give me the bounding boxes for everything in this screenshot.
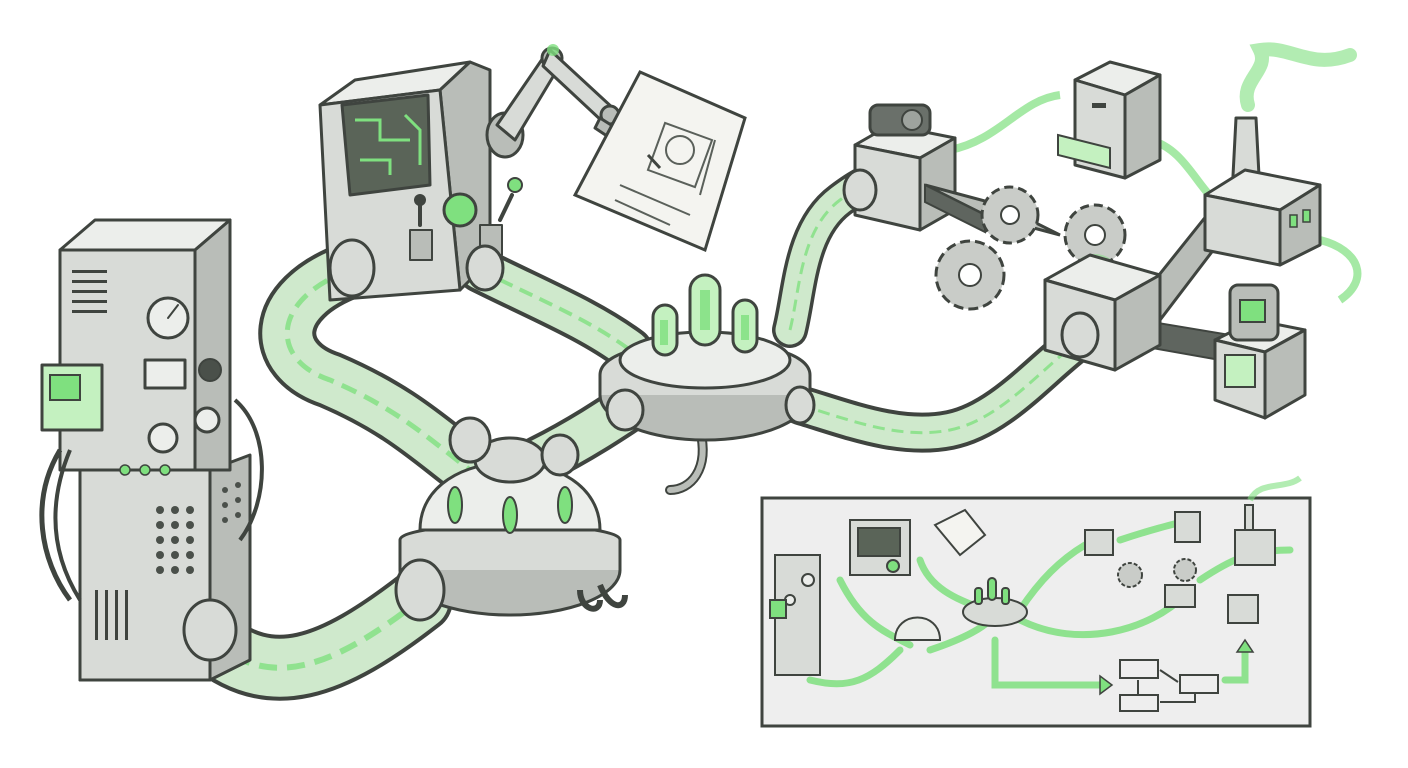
server-rack-icon [39,218,264,682]
flowchart-icon [1119,659,1219,712]
telephone-icon-2 [1213,283,1307,420]
control-console-icon [318,60,523,302]
dome-reactor-icon [394,416,628,622]
factory-icon [1203,42,1357,267]
blueprint-document-icon [572,70,747,253]
telephone-icon [842,103,957,232]
vacuum-tube-hub-icon [598,273,816,442]
vent-grid [156,482,241,574]
inset-flowchart-map [760,475,1312,728]
junction-box-icon [1043,253,1162,372]
filing-cabinet-icon [1057,60,1162,180]
